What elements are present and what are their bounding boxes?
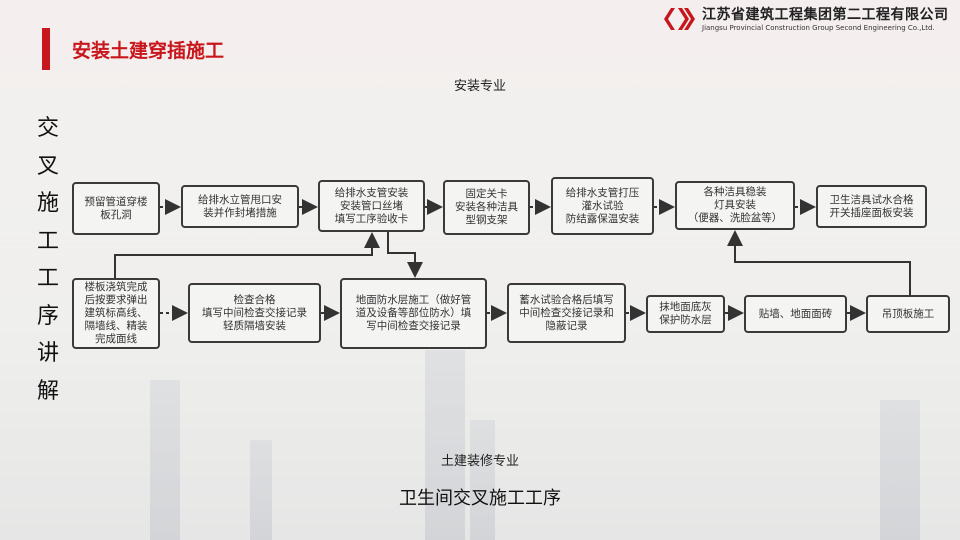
step-text: 给排水立管甩口安 装并作封堵措施 (198, 193, 282, 219)
company-name-en: Jiangsu Provincial Construction Group Se… (702, 24, 935, 32)
step-text: 抹地面底灰 保护防水层 (659, 301, 712, 326)
step-text: 给排水支管打压 灌水试验 防结露保温安装 (565, 186, 640, 225)
flow-step: 楼板浇筑完成 后按要求弹出 建筑标高线、 隔墙线、精装 完成面线 (72, 278, 160, 349)
bg-building (470, 420, 495, 540)
step-text: 检查合格 填写中间检查交接记录 轻质隔墙安装 (202, 293, 307, 332)
flow-step: 贴墙、地面面砖 (744, 295, 847, 333)
bg-building (150, 380, 180, 540)
flow-step: 预留管道穿楼 板孔洞 (72, 182, 160, 235)
flow-step: 吊顶板施工 (866, 295, 950, 333)
flow-step: 卫生洁具试水合格 开关插座面板安装 (816, 185, 927, 228)
step-text: 楼板浇筑完成 后按要求弹出 建筑标高线、 隔墙线、精装 完成面线 (84, 281, 148, 345)
step-text: 地面防水层施工（做好管 道及设备等部位防水）填 写中间检查交接记录 (355, 294, 472, 332)
flow-step: 给排水支管安装 安装管口丝堵 填写工序验收卡 (318, 180, 425, 232)
flow-step: 各种洁具稳装 灯具安装 （便器、洗脸盆等） (675, 181, 795, 230)
title-accent-bar (42, 28, 50, 70)
company-name-cn: 江苏省建筑工程集团第二工程有限公司 (702, 7, 949, 23)
step-text: 固定关卡 安装各种洁具 型钢支架 (455, 188, 518, 226)
step-text: 给排水支管安装 安装管口丝堵 填写工序验收卡 (334, 186, 409, 225)
flow-step: 检查合格 填写中间检查交接记录 轻质隔墙安装 (188, 283, 321, 343)
step-text: 蓄水试验合格后填写 中间检查交接记录和 隐蔽记录 (519, 293, 614, 332)
step-text: 贴墙、地面面砖 (758, 307, 833, 320)
side-title: 交叉施工工序讲解 (36, 116, 59, 404)
step-text: 卫生洁具试水合格 开关插座面板安装 (829, 193, 914, 219)
install-label: 安装专业 (453, 79, 507, 94)
step-text: 各种洁具稳装 灯具安装 （便器、洗脸盆等） (687, 186, 783, 224)
flow-step: 蓄水试验合格后填写 中间检查交接记录和 隐蔽记录 (507, 283, 626, 343)
step-text: 吊顶板施工 (881, 307, 935, 320)
page-title: 安装土建穿插施工 (72, 40, 225, 62)
bg-building (250, 440, 272, 540)
bg-building (880, 400, 920, 540)
bg-building (425, 350, 465, 540)
flow-step: 地面防水层施工（做好管 道及设备等部位防水）填 写中间检查交接记录 (340, 278, 487, 349)
flow-step: 给排水支管打压 灌水试验 防结露保温安装 (551, 177, 654, 235)
flow-step: 固定关卡 安装各种洁具 型钢支架 (443, 180, 530, 235)
step-text: 预留管道穿楼 板孔洞 (84, 195, 148, 221)
slide-subtitle: 卫生间交叉施工工序 (399, 488, 561, 509)
civil-label: 土建装修专业 (440, 454, 520, 469)
flow-step: 抹地面底灰 保护防水层 (646, 295, 725, 333)
flow-step: 给排水立管甩口安 装并作封堵措施 (181, 185, 299, 228)
company-logo: 江苏省建筑工程集团第二工程有限公司 Jiangsu Provincial Con… (662, 4, 952, 36)
logo-chevron-icon (664, 8, 695, 30)
